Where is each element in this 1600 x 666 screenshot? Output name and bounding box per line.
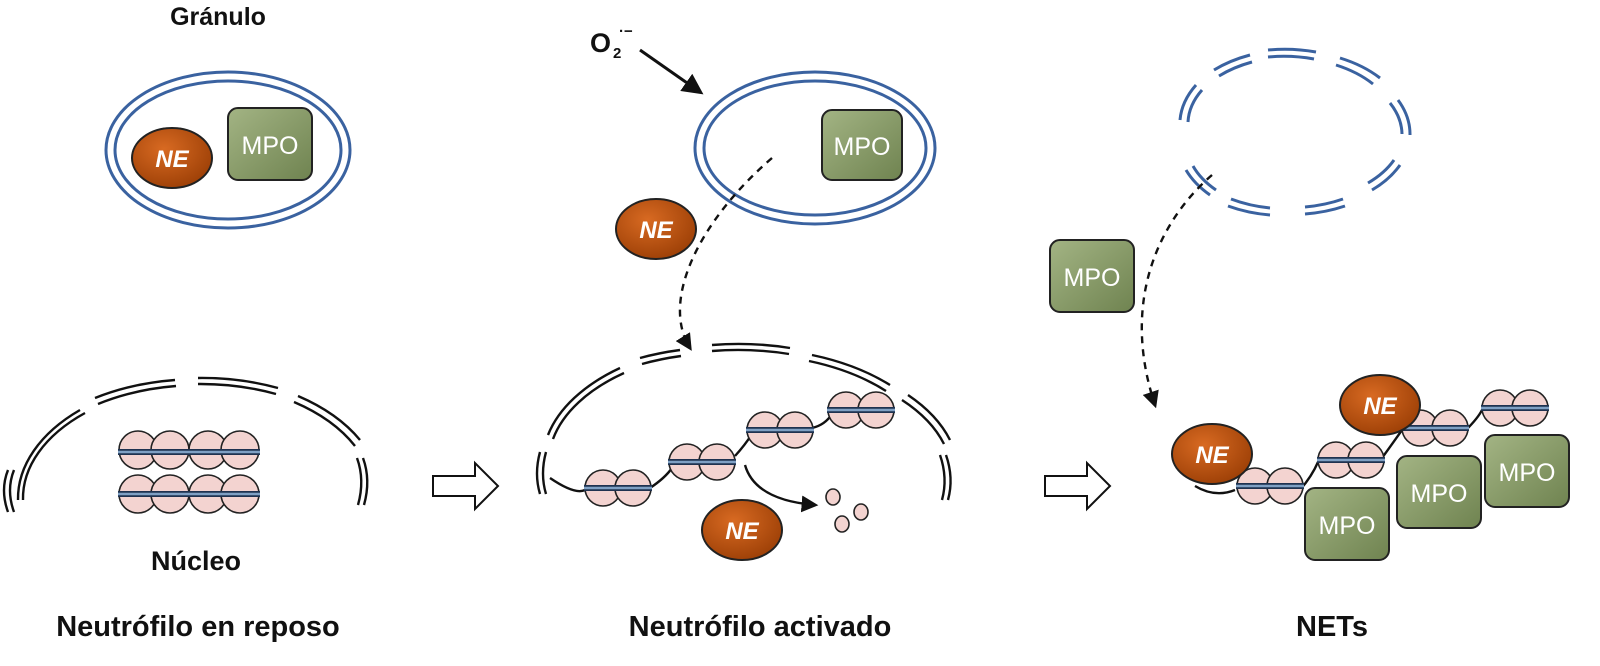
svg-text:NE: NE xyxy=(155,146,189,173)
mpo-protein: MPO xyxy=(1396,455,1482,529)
ne-protein: NE xyxy=(1339,374,1421,436)
dashed-arrow-icon xyxy=(1140,174,1213,409)
panel-activated-neutrophil: O 2 ·− MPO NE xyxy=(535,23,952,643)
mpo-protein: MPO xyxy=(1304,487,1390,561)
hollow-right-arrow-icon xyxy=(1044,460,1112,512)
svg-text:MPO: MPO xyxy=(1499,459,1556,487)
granule-label: Gránulo xyxy=(170,3,266,31)
nuclear-envelope-activated xyxy=(535,342,952,501)
net-chromatin-strand xyxy=(1194,389,1549,505)
cleavage-arrow xyxy=(743,464,819,513)
mpo-protein: MPO xyxy=(1049,239,1135,313)
panel-title-nets: NETs xyxy=(1296,611,1368,643)
mpo-protein: MPO xyxy=(821,109,903,181)
svg-text:NE: NE xyxy=(639,217,673,244)
mpo-protein: MPO xyxy=(227,107,313,181)
svg-text:MPO: MPO xyxy=(1411,480,1468,508)
svg-text:NE: NE xyxy=(1363,393,1397,420)
ne-protein: NE xyxy=(701,499,783,561)
svg-text:2: 2 xyxy=(613,45,621,62)
panel-title-activated: Neutrófilo activado xyxy=(629,611,892,643)
granule-membrane-activated xyxy=(693,70,937,226)
svg-text:MPO: MPO xyxy=(834,133,891,161)
svg-text:NE: NE xyxy=(1195,442,1229,469)
nuclear-envelope xyxy=(2,376,369,513)
mpo-protein: MPO xyxy=(1484,434,1570,508)
svg-text:MPO: MPO xyxy=(1319,512,1376,540)
superoxide-label: O 2 ·− xyxy=(590,23,633,62)
panel-nets: MPO NE NE xyxy=(1049,47,1570,643)
ne-protein: NE xyxy=(131,127,213,189)
hollow-right-arrow-icon xyxy=(432,460,500,512)
nucleus-label: Núcleo xyxy=(151,546,241,576)
chromatin-condensed xyxy=(118,430,260,514)
chromatin-decondensed xyxy=(549,391,895,507)
svg-text:O: O xyxy=(590,28,611,58)
ruptured-granule-membrane xyxy=(1178,47,1412,217)
svg-text:MPO: MPO xyxy=(1064,264,1121,292)
granule-membrane xyxy=(104,70,352,230)
superoxide-arrow xyxy=(639,48,704,95)
svg-text:·−: ·− xyxy=(619,23,633,40)
panel-resting-neutrophil: Gránulo NE MPO xyxy=(2,3,369,643)
dashed-arrow-icon xyxy=(675,157,773,351)
panel-title-resting: Neutrófilo en reposo xyxy=(56,611,340,643)
svg-text:MPO: MPO xyxy=(242,132,299,160)
ne-protein: NE xyxy=(615,198,697,260)
histone-fragments xyxy=(825,488,869,533)
ne-protein: NE xyxy=(1171,423,1253,485)
svg-text:NE: NE xyxy=(725,518,759,545)
